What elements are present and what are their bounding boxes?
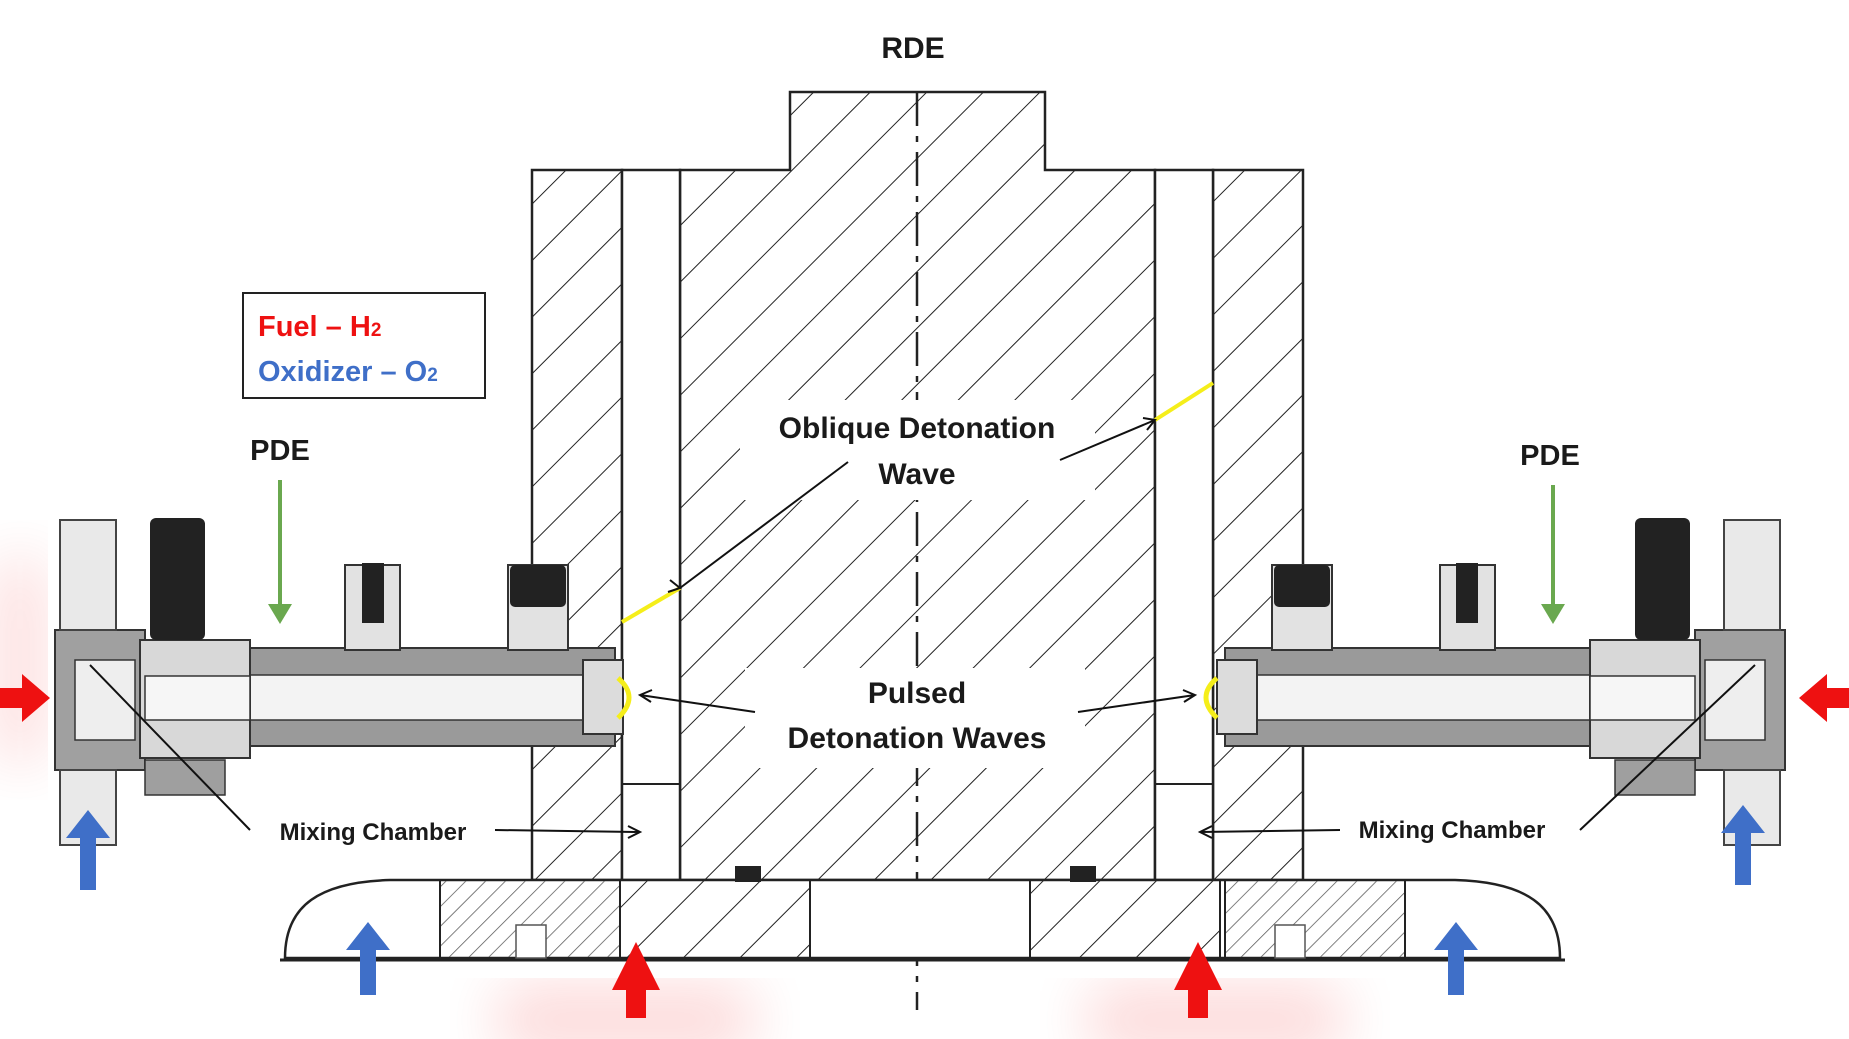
pde-tube-right (1216, 518, 1786, 846)
pde-arrows (268, 480, 1565, 624)
oxidizer-arrow-base-left (346, 922, 390, 995)
oxidizer-arrow-base-right (1434, 922, 1478, 995)
oxidizer-arrow-right (1721, 805, 1765, 885)
base-plate (280, 866, 1565, 962)
pulsed-wave-label-1: Pulsed (868, 677, 966, 710)
oxidizer-arrows (66, 805, 1765, 995)
pde-tube-left (54, 518, 624, 846)
fuel-arrows (0, 674, 1849, 1018)
mixing-chamber-left-label: Mixing Chamber (280, 819, 467, 846)
rde-title: RDE (881, 32, 944, 65)
oxidizer-arrow-left (66, 810, 110, 890)
oblique-wave-right (1153, 381, 1215, 422)
fuel-arrow-bottom-right (1174, 942, 1222, 1018)
oblique-wave-label-1: Oblique Detonation (779, 412, 1056, 445)
background-glow (0, 560, 1340, 1039)
legend: Fuel – H2 Oxidizer – O2 (242, 292, 486, 399)
fuel-arrow-right (1799, 674, 1849, 722)
pulsed-wave-label-2: Detonation Waves (788, 722, 1047, 755)
pulsed-wave-right (1203, 676, 1219, 720)
oblique-wave-label-2: Wave (878, 458, 955, 491)
detonation-waves (616, 381, 1219, 720)
legend-oxidizer: Oxidizer – O2 (258, 356, 438, 388)
pde-left-label: PDE (250, 435, 310, 467)
leader-lines (89, 417, 1756, 839)
mixing-chamber-right-label: Mixing Chamber (1359, 817, 1546, 844)
pde-right-label: PDE (1520, 440, 1580, 472)
oblique-wave-left (620, 586, 682, 624)
fuel-arrow-bottom-left (612, 942, 660, 1018)
legend-fuel: Fuel – H2 (258, 311, 381, 343)
fuel-arrow-left (0, 674, 50, 722)
pulsed-wave-left (616, 676, 632, 720)
rde-body (530, 90, 1305, 1010)
